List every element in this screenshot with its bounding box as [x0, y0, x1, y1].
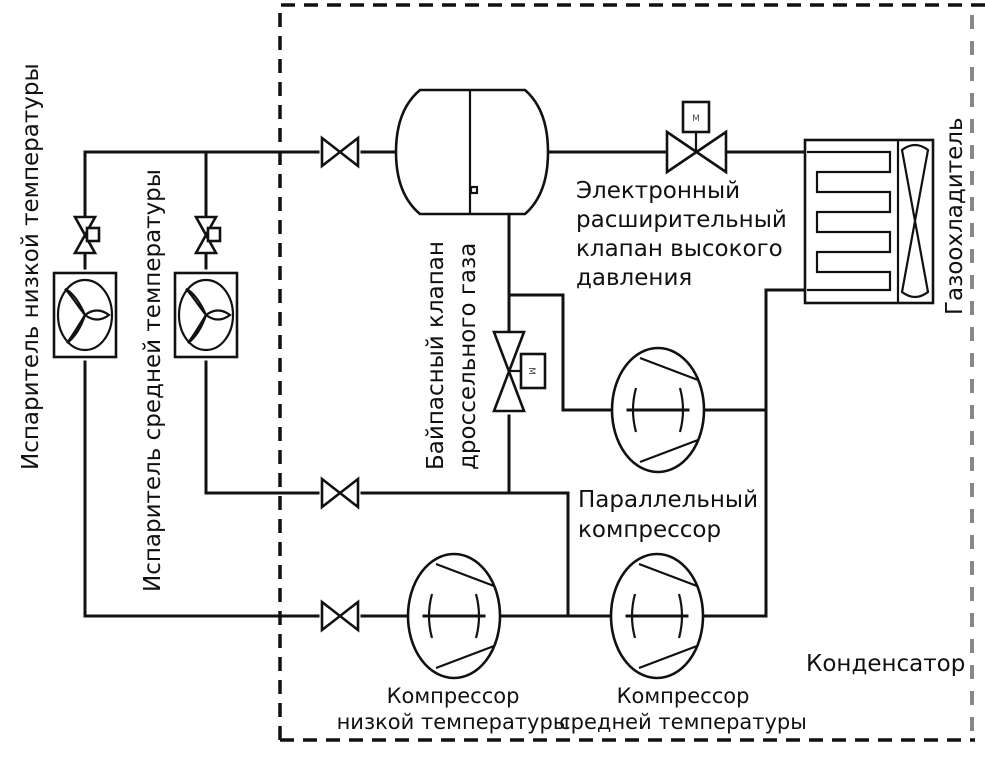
parallel-compressor-label-1: Параллельный	[578, 487, 758, 513]
medium-compressor-label-2: средней температуры	[559, 710, 807, 734]
low-compressor-label-1: Компрессор	[387, 684, 520, 708]
medium-temp-compressor	[609, 552, 705, 680]
low-compressor-label-2: низкой температуры	[337, 710, 570, 734]
evaporator-low-label: Испаритель низкой температуры	[18, 63, 44, 470]
evaporator-medium-label: Испаритель средней температуры	[140, 169, 166, 592]
gas-cooler	[803, 138, 935, 305]
eev-label-2: расширительный	[576, 207, 787, 233]
parallel-compressor-label-2: компрессор	[578, 517, 721, 543]
eev-label-1: Электронный	[576, 178, 740, 204]
parallel-compressor	[610, 346, 706, 474]
motor-actuator-icon	[519, 352, 547, 390]
svg-text:M: M	[526, 367, 536, 375]
condenser-label: Конденсатор	[806, 651, 965, 677]
expansion-valve-low	[73, 215, 101, 255]
medium-compressor-label-1: Компрессор	[617, 684, 750, 708]
low-temp-compressor	[406, 552, 502, 680]
enclosure-boundary	[278, 3, 985, 740]
bypass-valve-label-1: Байпасный клапан	[423, 241, 449, 470]
low-suction-valve	[320, 600, 360, 632]
piping	[83, 150, 809, 618]
liquid-line-valve	[320, 136, 360, 168]
high-pressure-eev: M	[665, 100, 728, 175]
level-sensor-icon	[469, 185, 479, 195]
evaporator-medium	[173, 271, 239, 359]
flash-tank	[394, 88, 550, 216]
flash-gas-bypass-valve: M	[492, 330, 547, 413]
svg-text:M: M	[692, 114, 700, 124]
eev-label-4: давления	[576, 265, 692, 291]
gas-cooler-label: Газоохладитель	[942, 117, 968, 315]
eev-label-3: клапан высокого	[576, 236, 783, 262]
bypass-valve-label-2: дроссельного газа	[455, 243, 481, 470]
motor-actuator-icon	[681, 100, 711, 134]
fan-icon	[900, 143, 930, 299]
medium-suction-valve	[320, 477, 360, 509]
expansion-valve-medium	[194, 215, 222, 255]
evaporator-low	[52, 271, 118, 359]
